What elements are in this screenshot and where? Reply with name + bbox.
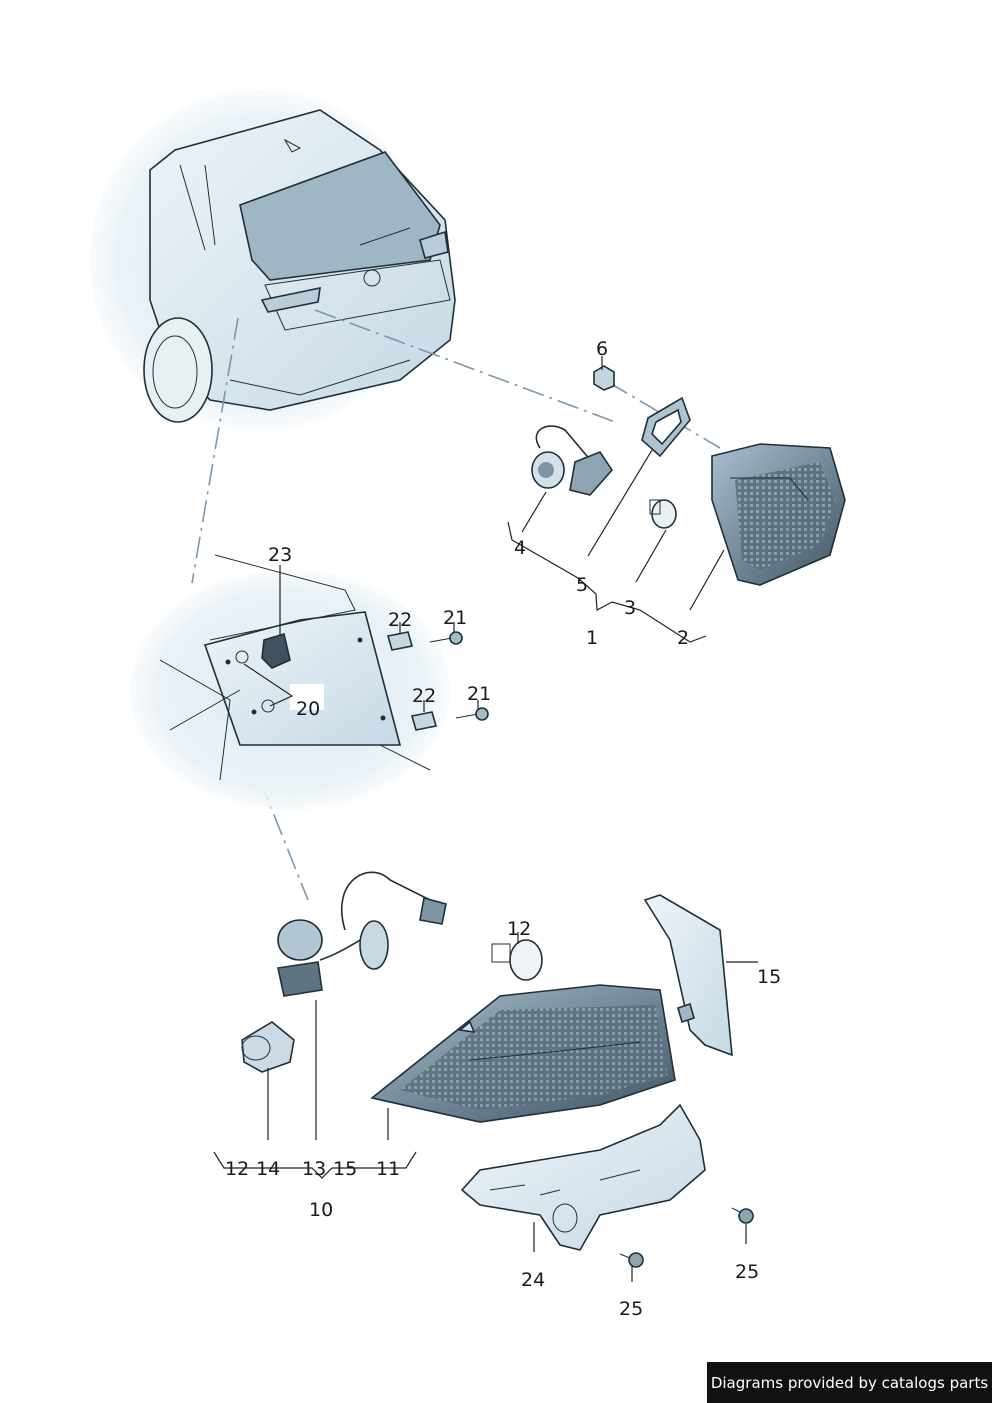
callout-21-upper: 21 [443,607,467,629]
callout-10: 10 [309,1199,333,1221]
expanding-nut-22-upper [386,631,414,651]
callout-3: 3 [624,597,636,619]
callout-5: 5 [576,574,588,596]
callout-15-lower: 15 [333,1158,357,1180]
rubber-grommet-14 [241,1021,295,1073]
callout-22-lower: 22 [412,685,436,707]
callout-15-upper: 15 [757,966,781,988]
callout-2: 2 [677,627,689,649]
cover-15 [643,894,733,1057]
callout-1: 1 [586,627,598,649]
callout-13: 13 [302,1158,326,1180]
vehicle-rear-view [90,90,456,430]
callout-labels: 6 4 5 3 1 2 23 22 21 20 22 21 12 15 12 1… [225,338,781,1320]
gasket [641,396,691,458]
callout-12-upper: 12 [507,918,531,940]
nut-6 [593,365,615,391]
attribution-text: Diagrams provided by catalogs parts [710,1373,989,1392]
callout-25-right: 25 [735,1261,759,1283]
callout-11: 11 [376,1158,400,1180]
screw-21-lower [455,707,489,721]
inner-tail-light-housing [711,443,846,586]
callout-22-upper: 22 [388,609,412,631]
callout-24: 24 [521,1269,545,1291]
screw-21-upper [429,631,463,645]
callout-6: 6 [596,338,608,360]
boot-lid-detail [130,554,450,810]
callout-21-lower: 21 [467,683,491,705]
leader-lines [213,356,758,1282]
attribution-banner: Diagrams provided by catalogs parts [707,1362,992,1403]
screw-25-right [731,1207,754,1224]
callout-23: 23 [268,544,292,566]
callout-4: 4 [514,537,526,559]
callout-12-lower: 12 [225,1158,249,1180]
expanding-nut-22-lower [410,711,438,731]
bulb-3 [649,499,677,529]
callout-25-left: 25 [619,1298,643,1320]
callout-20: 20 [296,698,320,720]
screw-25-left [619,1252,644,1268]
bulb-holder-wiring-harness [277,871,447,997]
outer-tail-light-11 [370,984,676,1123]
bracket-24 [460,1103,706,1251]
callout-14: 14 [256,1158,280,1180]
bulb-12 [491,939,543,981]
bulb-socket-wiring [531,425,614,496]
